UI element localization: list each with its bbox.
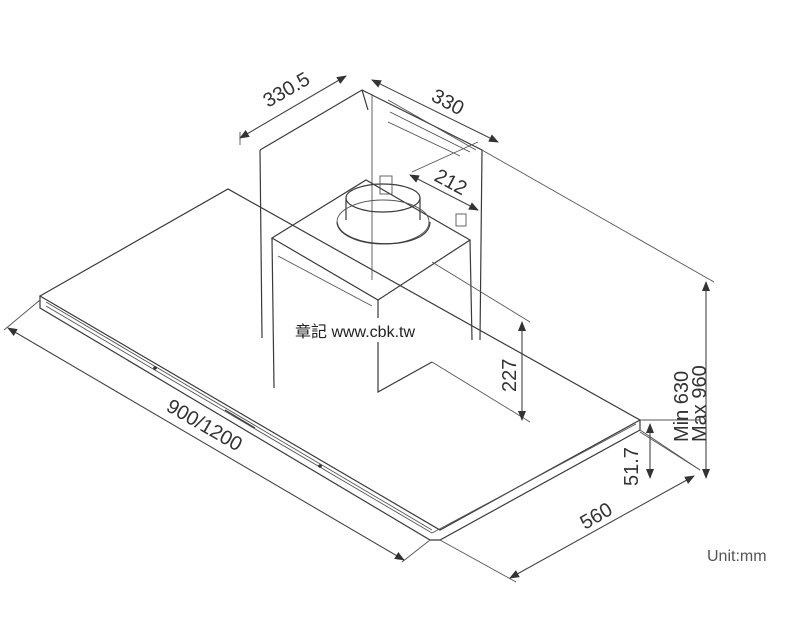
dim-330-5: 330.5 bbox=[239, 68, 347, 145]
svg-text:227: 227 bbox=[499, 359, 521, 392]
unit-label: Unit:mm bbox=[707, 548, 767, 565]
hood-canopy bbox=[38, 188, 642, 541]
watermark: 章記 www.cbk.tw bbox=[293, 318, 418, 342]
dim-height: Min 630 Max 960 bbox=[481, 149, 715, 479]
svg-text:Max 960: Max 960 bbox=[689, 365, 711, 442]
svg-text:Min 630: Min 630 bbox=[671, 371, 693, 442]
dim-227: 227 bbox=[431, 261, 531, 423]
dim-330: 330 bbox=[371, 79, 499, 143]
chimney-upper bbox=[259, 89, 483, 341]
svg-text:560: 560 bbox=[577, 499, 617, 535]
svg-text:330.5: 330.5 bbox=[260, 68, 314, 112]
svg-text:51.7: 51.7 bbox=[621, 447, 643, 486]
screw-dot bbox=[318, 464, 322, 468]
svg-text:330: 330 bbox=[428, 85, 468, 120]
screw-dot bbox=[153, 366, 157, 370]
svg-text:212: 212 bbox=[431, 165, 471, 200]
dim-560: 560 bbox=[439, 431, 701, 583]
